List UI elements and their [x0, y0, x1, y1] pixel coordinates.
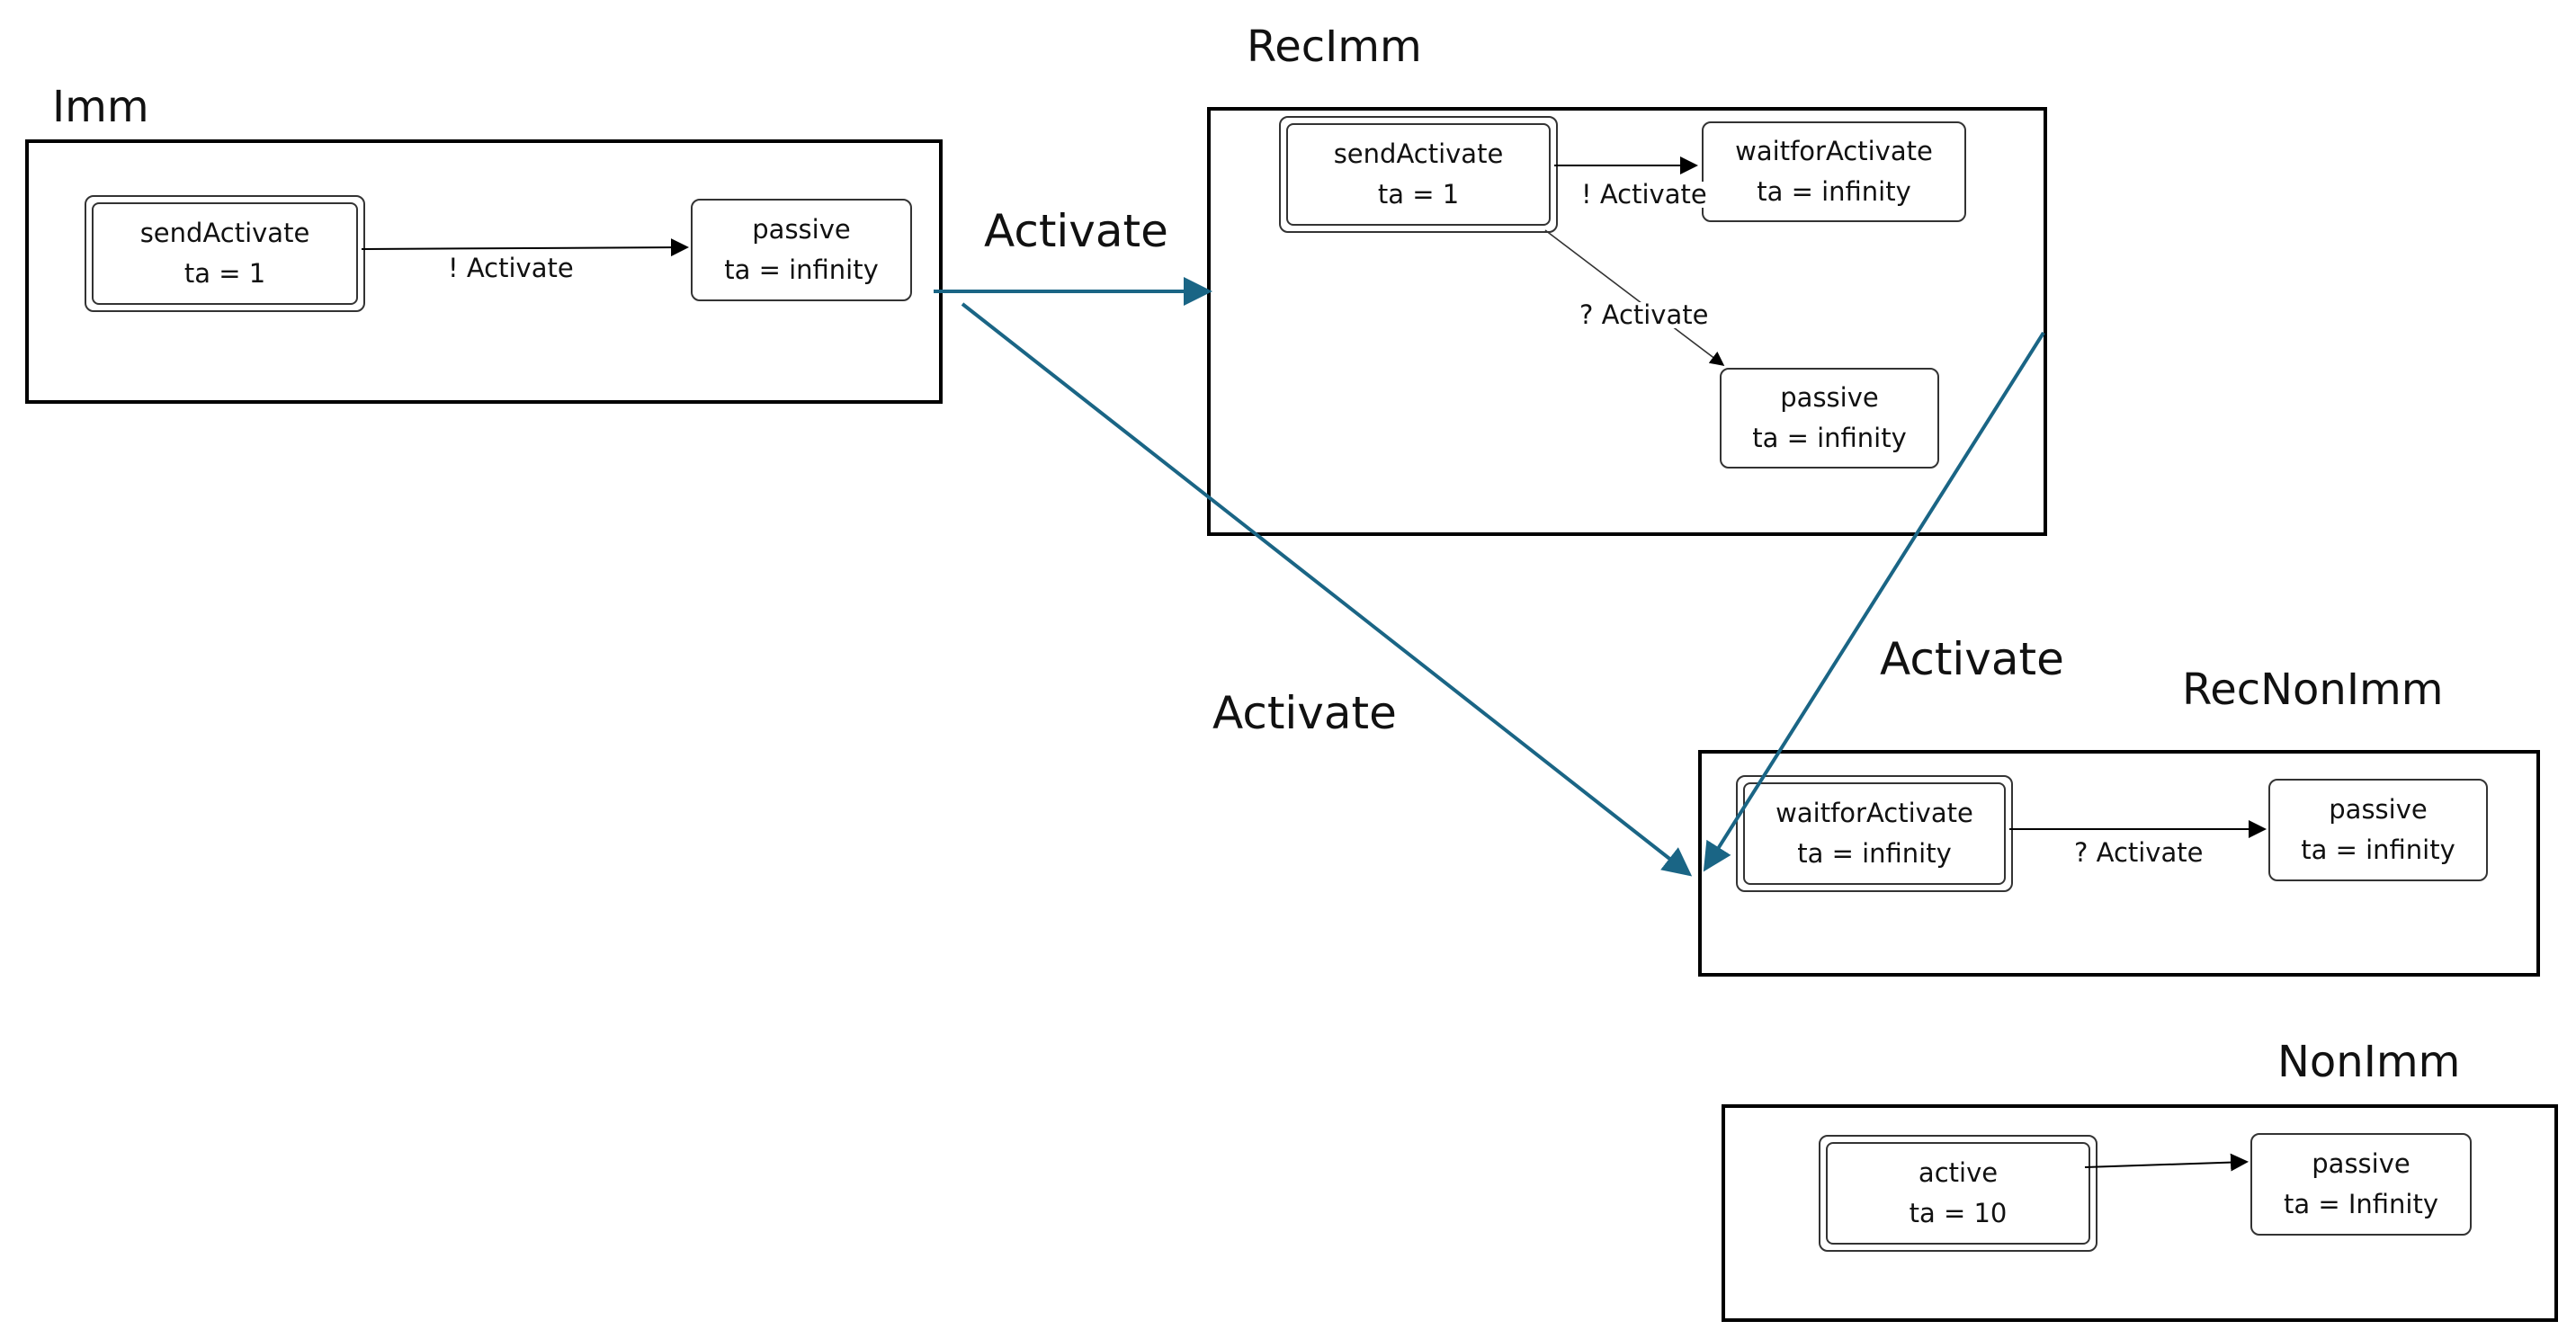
transition-label-recimm-out: ! Activate — [1578, 182, 1711, 208]
state-ta: ta = 1 — [183, 258, 266, 289]
state-recimm-waitforactivate: waitforActivate ta = infinity — [1702, 121, 1966, 222]
coupling-label-recimm-to-recnonimm: Activate — [1880, 633, 2064, 685]
transition-nonimm-active-to-passive — [2084, 1153, 2249, 1172]
state-name: passive — [752, 214, 851, 245]
model-title-imm: Imm — [52, 82, 149, 132]
state-ta: ta = infinity — [1757, 176, 1911, 207]
state-name: passive — [1780, 382, 1879, 414]
state-imm-passive: passive ta = infinity — [691, 199, 912, 301]
coupling-recimm-to-recnonimm — [1703, 331, 2045, 872]
state-name: passive — [2329, 794, 2428, 826]
model-title-recimm: RecImm — [1247, 22, 1422, 72]
state-recnonimm-waitforactivate: waitforActivate ta = infinity — [1736, 775, 2013, 892]
state-ta: ta = infinity — [2301, 835, 2455, 865]
state-name: sendActivate — [1333, 138, 1504, 170]
transition-recimm-send-to-passive — [1544, 229, 1725, 366]
state-ta: ta = 10 — [1909, 1198, 2008, 1228]
state-ta: ta = infinity — [1752, 423, 1907, 453]
transition-label-recnonimm: ? Activate — [2071, 840, 2207, 866]
state-nonimm-passive: passive ta = Infinity — [2250, 1133, 2472, 1236]
state-ta: ta = 1 — [1377, 179, 1460, 210]
model-box-recimm: sendActivate ta = 1 waitforActivate ta =… — [1207, 107, 2047, 536]
state-nonimm-active: active ta = 10 — [1819, 1135, 2097, 1252]
state-recimm-sendactivate: sendActivate ta = 1 — [1279, 116, 1558, 233]
state-name: sendActivate — [139, 218, 310, 249]
model-box-recnonimm: waitforActivate ta = infinity passive ta… — [1698, 750, 2540, 977]
state-ta: ta = infinity — [1797, 838, 1952, 869]
model-title-nonimm: NonImm — [2277, 1037, 2461, 1087]
state-imm-sendactivate: sendActivate ta = 1 — [85, 195, 365, 312]
model-title-recnonimm: RecNonImm — [2182, 665, 2444, 715]
coupling-label-imm-to-recimm: Activate — [984, 205, 1168, 257]
coupling-label-imm-to-recnonimm: Activate — [1212, 687, 1397, 739]
transition-imm-send-to-passive — [361, 238, 689, 257]
state-recimm-passive: passive ta = infinity — [1720, 368, 1939, 469]
coupling-imm-to-recnonimm — [961, 302, 1693, 877]
state-name: active — [1918, 1157, 1999, 1189]
state-ta: ta = infinity — [724, 254, 879, 285]
state-ta: ta = Infinity — [2283, 1189, 2439, 1219]
state-recnonimm-passive: passive ta = infinity — [2268, 779, 2488, 881]
transition-label-imm: ! Activate — [444, 255, 577, 281]
transition-label-recimm-in: ? Activate — [1576, 302, 1713, 328]
model-box-nonimm: active ta = 10 passive ta = Infinity — [1722, 1104, 2558, 1322]
state-name: waitforActivate — [1735, 136, 1933, 167]
state-name: passive — [2312, 1148, 2411, 1180]
state-name: waitforActivate — [1775, 798, 1973, 829]
